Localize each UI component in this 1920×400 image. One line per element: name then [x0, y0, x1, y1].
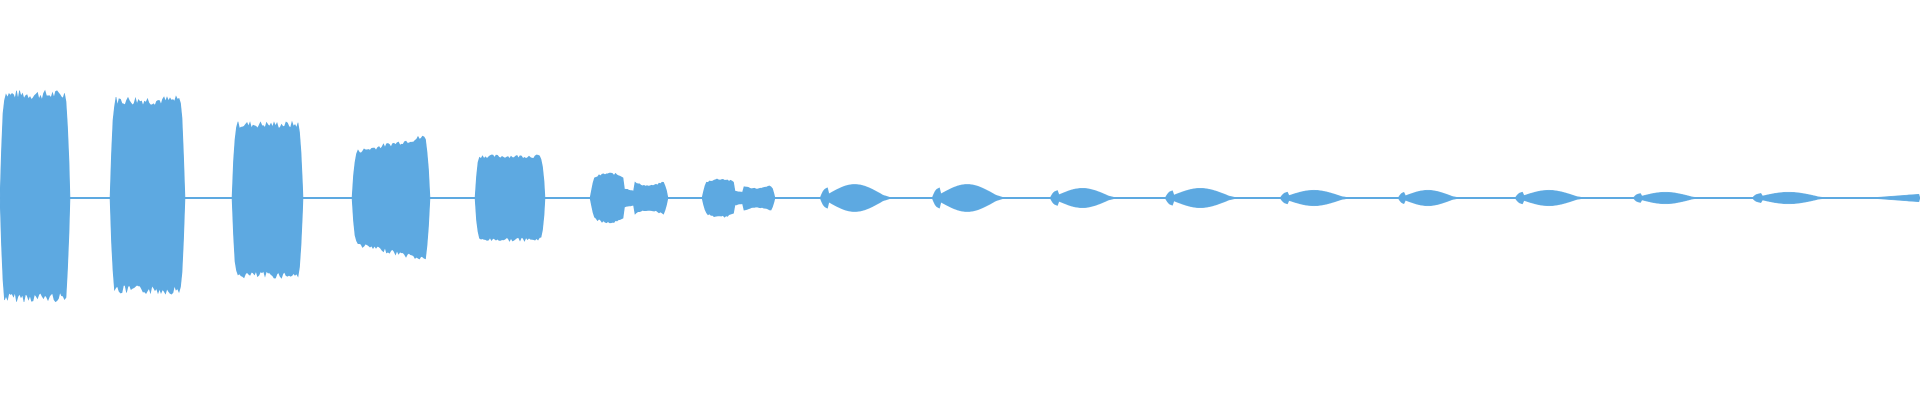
waveform-segment	[351, 135, 431, 260]
waveform-segment	[931, 184, 1006, 212]
waveform-segment	[1867, 193, 1920, 203]
waveform-segment	[1397, 190, 1461, 206]
waveform-segment	[231, 120, 304, 279]
waveform-segment	[1279, 190, 1351, 206]
waveform-segment	[1164, 188, 1239, 208]
waveform-segment	[474, 154, 546, 242]
waveform-segment	[589, 172, 669, 224]
waveform-segment	[1049, 188, 1118, 208]
waveform-segment	[1751, 192, 1829, 204]
waveform-segment	[819, 184, 893, 212]
waveform-segment	[109, 95, 186, 295]
waveform-segment	[1632, 192, 1701, 204]
waveform-segment	[0, 89, 71, 303]
waveform-segment	[1514, 190, 1586, 206]
waveform-segment	[701, 178, 776, 218]
